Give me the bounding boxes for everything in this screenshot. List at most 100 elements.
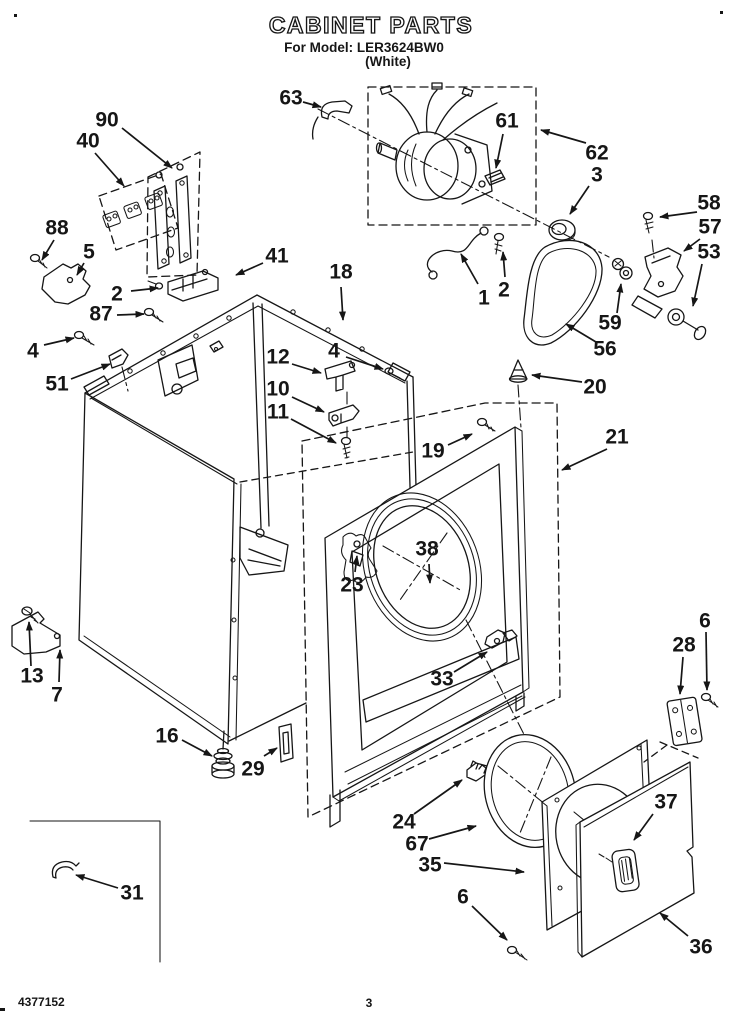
callout-arrow-58 xyxy=(659,211,698,220)
callout-number-3: 3 xyxy=(591,164,603,187)
callout-number-2: 2 xyxy=(498,279,510,302)
callout-arrow-2 xyxy=(500,251,508,278)
callout-number-21: 21 xyxy=(605,426,629,449)
callout-arrow-4 xyxy=(43,336,75,346)
callout-number-1: 1 xyxy=(478,287,490,310)
callout-arrow-4 xyxy=(345,356,384,370)
callout-number-37: 37 xyxy=(654,791,677,814)
part-bottom-left xyxy=(11,606,294,963)
callout-arrow-7 xyxy=(56,649,64,683)
callout-arrow-21 xyxy=(561,448,608,471)
callout-arrow-6 xyxy=(703,631,711,691)
callout-number-4: 4 xyxy=(27,340,39,363)
callout-arrow-31 xyxy=(75,874,119,889)
callout-number-35: 35 xyxy=(418,854,442,877)
diagram-line-art xyxy=(0,11,723,1011)
callout-number-67: 67 xyxy=(405,833,428,856)
callout-number-4: 4 xyxy=(328,340,340,363)
callout-arrow-40 xyxy=(94,152,125,187)
part-bracket-chain xyxy=(324,360,360,459)
callout-arrow-6 xyxy=(471,905,508,941)
part-door-assembly xyxy=(466,692,719,961)
callout-arrow-12 xyxy=(291,363,322,374)
callout-arrow-61 xyxy=(494,133,504,169)
part-screw-19 xyxy=(476,417,496,432)
callout-arrow-23 xyxy=(352,555,360,573)
callout-number-24: 24 xyxy=(392,811,416,834)
callout-arrow-62 xyxy=(540,128,587,144)
callout-arrow-5 xyxy=(76,262,85,276)
part-front-panel xyxy=(301,402,561,828)
part-belt-idler xyxy=(523,211,707,346)
callout-number-53: 53 xyxy=(697,241,720,264)
callout-arrow-18 xyxy=(338,286,346,321)
callout-number-61: 61 xyxy=(495,110,519,133)
callout-number-5: 5 xyxy=(83,241,95,264)
callout-number-2: 2 xyxy=(111,283,123,306)
callout-number-57: 57 xyxy=(698,216,721,239)
callout-arrow-10 xyxy=(291,396,325,413)
callout-number-20: 20 xyxy=(583,376,606,399)
callout-arrow-57 xyxy=(683,238,701,252)
doc-number: 4377152 xyxy=(18,995,65,1009)
part-seal-20 xyxy=(508,359,528,429)
model-line: For Model: LER3624BW0 xyxy=(284,40,444,55)
callout-arrow-56 xyxy=(565,323,597,343)
callout-number-19: 19 xyxy=(421,440,444,463)
callout-number-10: 10 xyxy=(266,378,289,401)
callout-arrow-16 xyxy=(181,739,213,757)
callout-number-33: 33 xyxy=(430,668,453,691)
corner-mark xyxy=(14,14,17,17)
part-motor-assembly xyxy=(311,82,610,280)
callout-number-28: 28 xyxy=(672,634,696,657)
callout-number-31: 31 xyxy=(120,882,144,905)
callout-number-87: 87 xyxy=(89,303,112,326)
callout-arrow-38 xyxy=(426,563,434,584)
callout-arrow-33 xyxy=(453,651,488,673)
callout-number-23: 23 xyxy=(340,574,363,597)
callout-arrow-37 xyxy=(633,813,654,841)
callout-number-36: 36 xyxy=(689,936,712,959)
part-left-brackets xyxy=(29,151,219,392)
callout-number-40: 40 xyxy=(76,130,99,153)
corner-mark xyxy=(0,1008,5,1011)
callout-arrow-19 xyxy=(447,433,473,446)
callout-number-13: 13 xyxy=(20,665,43,688)
callout-arrow-36 xyxy=(659,912,689,937)
part-cabinet xyxy=(78,294,420,745)
callout-arrow-11 xyxy=(290,418,337,444)
callout-arrow-53 xyxy=(691,263,703,307)
callout-number-38: 38 xyxy=(415,538,439,561)
callout-arrow-59 xyxy=(616,283,624,314)
idler-53 xyxy=(667,308,685,326)
callout-arrow-67 xyxy=(428,824,477,840)
callout-arrow-63 xyxy=(302,101,322,109)
callout-arrow-28 xyxy=(677,656,685,695)
callout-arrow-20 xyxy=(531,372,583,383)
pulley-59 xyxy=(611,257,625,271)
bracket-57 xyxy=(643,247,684,298)
callout-number-6: 6 xyxy=(457,886,469,909)
corner-mark xyxy=(720,11,723,14)
grommet-3 xyxy=(548,219,576,241)
callout-arrow-24 xyxy=(413,779,463,815)
callout-number-58: 58 xyxy=(697,192,721,215)
callout-arrow-13 xyxy=(25,621,33,667)
callout-arrow-1 xyxy=(460,253,479,285)
callout-number-88: 88 xyxy=(45,217,69,240)
screw-58 xyxy=(642,211,654,221)
page-title: CABINET PARTS xyxy=(269,12,473,38)
callout-arrow-90 xyxy=(121,127,173,169)
callout-number-41: 41 xyxy=(265,245,289,268)
callout-number-90: 90 xyxy=(95,109,118,132)
callout-arrow-87 xyxy=(116,310,145,318)
callout-number-6: 6 xyxy=(699,610,711,633)
callout-arrow-88 xyxy=(41,239,55,261)
callout-number-29: 29 xyxy=(241,758,264,781)
color-line: (White) xyxy=(365,54,411,69)
callout-arrow-41 xyxy=(235,262,264,276)
callout-arrow-35 xyxy=(443,862,525,875)
callout-number-51: 51 xyxy=(45,373,69,396)
